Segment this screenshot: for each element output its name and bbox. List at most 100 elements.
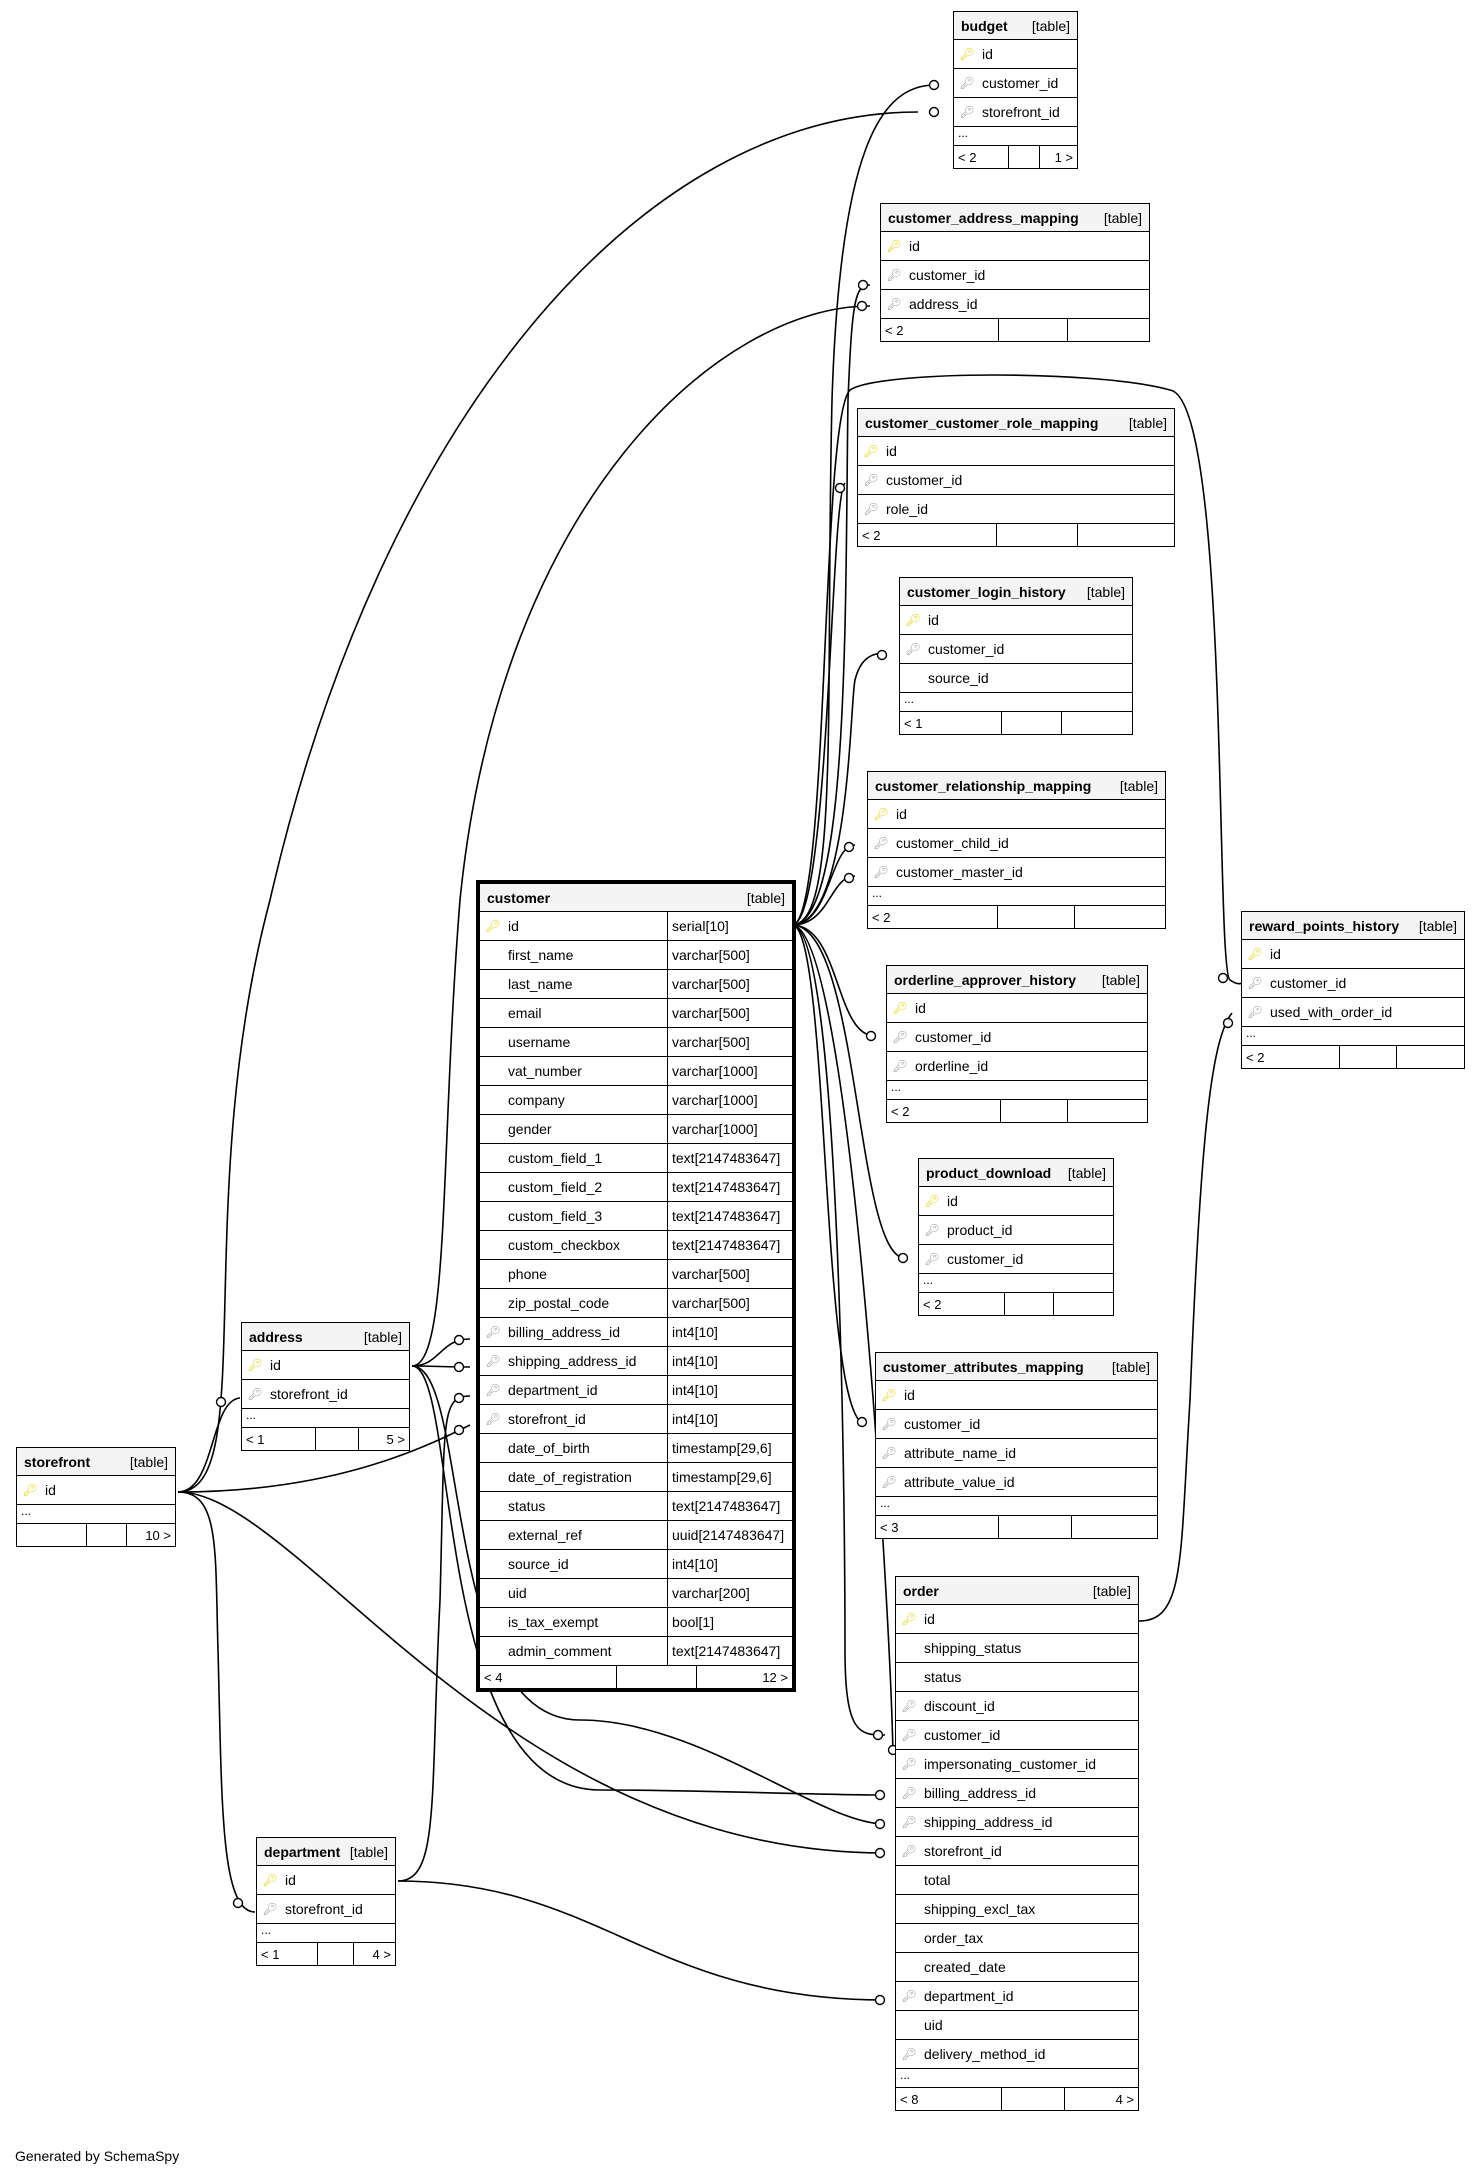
table-storefront[interactable]: storefront[table] 🔑︎id ... 10 > <box>16 1447 176 1547</box>
column-name[interactable]: id <box>45 1482 56 1498</box>
parents-link[interactable]: < 4 <box>484 1669 503 1685</box>
column-name[interactable]: id <box>285 1872 296 1888</box>
table-name[interactable]: address <box>249 1328 303 1345</box>
column-name[interactable]: custom_field_3 <box>508 1208 603 1224</box>
column-name[interactable]: custom_field_2 <box>508 1179 603 1195</box>
column-name[interactable]: id <box>924 1611 935 1627</box>
column-name[interactable]: date_of_birth <box>508 1440 590 1456</box>
parents-link[interactable]: < 2 <box>872 909 891 925</box>
column-name[interactable]: customer_id <box>947 1251 1024 1267</box>
column-name[interactable]: customer_id <box>886 472 963 488</box>
table-name[interactable]: product_download <box>926 1164 1052 1181</box>
column-name[interactable]: shipping_address_id <box>508 1353 637 1369</box>
column-name[interactable]: shipping_excl_tax <box>924 1901 1036 1917</box>
column-name[interactable]: discount_id <box>924 1698 995 1714</box>
column-name[interactable]: created_date <box>924 1959 1006 1975</box>
children-link[interactable]: 4 > <box>1063 2088 1138 2110</box>
column-name[interactable]: customer_id <box>924 1727 1001 1743</box>
column-name[interactable]: id <box>904 1387 915 1403</box>
parents-link[interactable]: < 2 <box>958 149 977 165</box>
column-name[interactable]: storefront_id <box>270 1386 348 1402</box>
column-name[interactable]: vat_number <box>508 1063 582 1079</box>
column-name[interactable]: external_ref <box>508 1527 582 1543</box>
children-link[interactable]: 1 > <box>1039 146 1077 168</box>
column-name[interactable]: zip_postal_code <box>508 1295 610 1311</box>
table-product-download[interactable]: product_download[table] 🔑︎id 🔑︎product_i… <box>918 1158 1114 1316</box>
column-name[interactable]: role_id <box>886 501 929 517</box>
column-name[interactable]: storefront_id <box>285 1901 363 1917</box>
column-name[interactable]: id <box>896 806 907 822</box>
table-budget[interactable]: budget[table] 🔑︎id 🔑︎customer_id 🔑︎store… <box>953 11 1078 169</box>
column-name[interactable]: username <box>508 1034 571 1050</box>
column-name[interactable]: product_id <box>947 1222 1013 1238</box>
column-name[interactable]: department_id <box>508 1382 598 1398</box>
parents-link[interactable]: < 2 <box>1246 1049 1265 1065</box>
table-name[interactable]: customer_relationship_mapping <box>875 777 1092 794</box>
column-name[interactable]: id <box>508 918 519 934</box>
table-order[interactable]: order[table] 🔑︎id shipping_status status… <box>895 1576 1139 2111</box>
column-name[interactable]: date_of_registration <box>508 1469 632 1485</box>
column-name[interactable]: customer_id <box>904 1416 981 1432</box>
column-name[interactable]: shipping_address_id <box>924 1814 1053 1830</box>
table-department[interactable]: department[table] 🔑︎id 🔑︎storefront_id .… <box>256 1837 396 1966</box>
column-name[interactable]: email <box>508 1005 542 1021</box>
children-link[interactable]: 12 > <box>696 1666 792 1688</box>
column-name[interactable]: id <box>947 1193 958 1209</box>
parents-link[interactable]: < 2 <box>891 1103 910 1119</box>
table-name[interactable]: orderline_approver_history <box>894 971 1077 988</box>
column-name[interactable]: source_id <box>928 670 989 686</box>
column-name[interactable]: impersonating_customer_id <box>924 1756 1096 1772</box>
column-name[interactable]: custom_field_1 <box>508 1150 603 1166</box>
column-name[interactable]: status <box>508 1498 546 1514</box>
table-customer-address-mapping[interactable]: customer_address_mapping[table] 🔑︎id 🔑︎c… <box>880 203 1150 342</box>
table-reward-points-history[interactable]: reward_points_history[table] 🔑︎id 🔑︎cust… <box>1241 911 1465 1069</box>
column-name[interactable]: id <box>1270 946 1281 962</box>
column-name[interactable]: first_name <box>508 947 574 963</box>
parents-link[interactable]: < 2 <box>885 322 904 338</box>
table-name[interactable]: department <box>264 1843 341 1860</box>
column-name[interactable]: uid <box>924 2017 943 2033</box>
column-name[interactable]: customer_id <box>1270 975 1347 991</box>
column-name[interactable]: id <box>909 238 920 254</box>
column-name[interactable]: id <box>270 1357 281 1373</box>
table-customer-customer-role-mapping[interactable]: customer_customer_role_mapping[table] 🔑︎… <box>857 408 1175 547</box>
column-name[interactable]: storefront_id <box>982 104 1060 120</box>
parents-link[interactable]: < 8 <box>900 2091 919 2107</box>
table-customer-relationship-mapping[interactable]: customer_relationship_mapping[table] 🔑︎i… <box>867 771 1166 929</box>
column-name[interactable]: address_id <box>909 296 978 312</box>
column-name[interactable]: customer_id <box>915 1029 992 1045</box>
column-name[interactable]: status <box>924 1669 962 1685</box>
column-name[interactable]: source_id <box>508 1556 569 1572</box>
column-name[interactable]: id <box>886 443 897 459</box>
column-name[interactable]: last_name <box>508 976 573 992</box>
column-name[interactable]: custom_checkbox <box>508 1237 621 1253</box>
column-name[interactable]: customer_child_id <box>896 835 1009 851</box>
column-name[interactable]: phone <box>508 1266 547 1282</box>
table-name[interactable]: reward_points_history <box>1249 917 1400 934</box>
table-name[interactable]: customer_attributes_mapping <box>883 1358 1084 1375</box>
column-name[interactable]: order_tax <box>924 1930 984 1946</box>
parents-link[interactable]: < 1 <box>246 1431 265 1447</box>
column-name[interactable]: delivery_method_id <box>924 2046 1046 2062</box>
table-name[interactable]: order <box>903 1582 939 1599</box>
parents-link[interactable]: < 3 <box>880 1519 899 1535</box>
parents-link[interactable]: < 1 <box>261 1946 280 1962</box>
parents-link[interactable]: < 2 <box>862 527 881 543</box>
table-customer-attributes-mapping[interactable]: customer_attributes_mapping[table] 🔑︎id … <box>875 1352 1158 1539</box>
column-name[interactable]: shipping_status <box>924 1640 1022 1656</box>
column-name[interactable]: customer_id <box>982 75 1059 91</box>
table-name[interactable]: customer <box>487 889 551 906</box>
column-name[interactable]: total <box>924 1872 951 1888</box>
column-name[interactable]: attribute_name_id <box>904 1445 1017 1461</box>
column-name[interactable]: billing_address_id <box>508 1324 621 1340</box>
column-name[interactable]: billing_address_id <box>924 1785 1037 1801</box>
parents-link[interactable]: < 1 <box>904 715 923 731</box>
column-name[interactable]: uid <box>508 1585 527 1601</box>
children-link[interactable]: 4 > <box>352 1943 395 1965</box>
column-name[interactable]: customer_id <box>909 267 986 283</box>
table-customer-login-history[interactable]: customer_login_history[table] 🔑︎id 🔑︎cus… <box>899 577 1133 735</box>
parents-link[interactable]: < 2 <box>923 1296 942 1312</box>
column-name[interactable]: storefront_id <box>508 1411 586 1427</box>
column-name[interactable]: customer_id <box>928 641 1005 657</box>
